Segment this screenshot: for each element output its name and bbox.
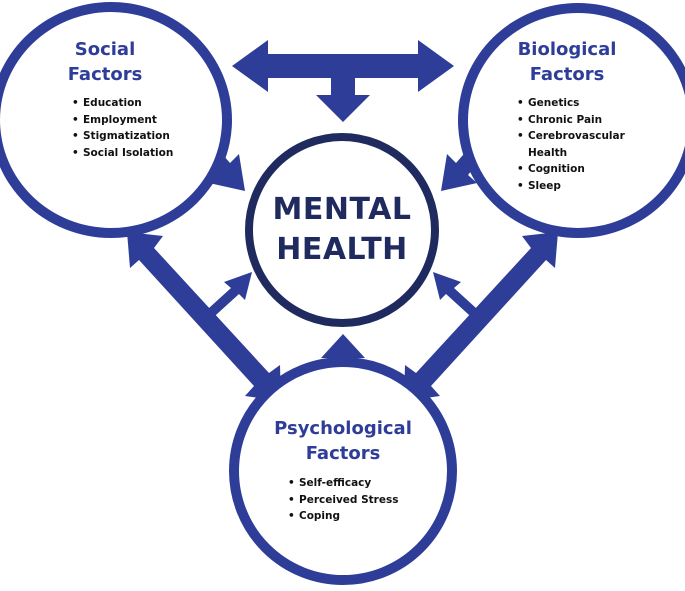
list-item: Sleep xyxy=(515,178,625,195)
list-item: Genetics xyxy=(515,95,625,112)
list-item: Chronic Pain xyxy=(515,112,625,129)
psychological-factors-list: Self-efficacy Perceived Stress Coping xyxy=(286,475,398,525)
mental-health-line1: MENTAL xyxy=(272,192,412,227)
psychological-title-line2: Factors xyxy=(305,443,381,464)
list-item: Employment xyxy=(70,112,173,129)
list-item: Education xyxy=(70,95,173,112)
biological-factors-title: Biological Factors xyxy=(492,37,642,87)
psychological-factors-circle xyxy=(229,357,457,585)
social-title-line2: Factors xyxy=(67,64,143,85)
list-item: Social Isolation xyxy=(70,145,173,162)
list-item: Perceived Stress xyxy=(286,492,398,509)
mental-health-circle xyxy=(245,133,439,327)
psychological-factors-title: Psychological Factors xyxy=(243,416,443,466)
biological-title-line1: Biological xyxy=(517,39,617,60)
double-arrow-social-biological xyxy=(232,40,454,92)
arrow-right-to-mental-health xyxy=(433,272,487,324)
list-item: Cognition xyxy=(515,161,625,178)
list-item: Coping xyxy=(286,508,398,525)
biological-title-line2: Factors xyxy=(529,64,605,85)
mental-health-label: MENTAL HEALTH xyxy=(252,190,432,270)
arrow-top-to-mental-health xyxy=(316,74,370,122)
list-item: Self-efficacy xyxy=(286,475,398,492)
psychological-title-line1: Psychological xyxy=(274,418,412,439)
social-factors-list: Education Employment Stigmatization Soci… xyxy=(70,95,173,161)
list-item-continued: Health xyxy=(528,146,568,159)
arrow-psychological-to-mental-health xyxy=(321,334,365,372)
biological-factors-list: Genetics Chronic Pain Cerebrovascular He… xyxy=(515,95,625,194)
mental-health-line2: HEALTH xyxy=(276,232,408,267)
social-factors-title: Social Factors xyxy=(30,37,180,87)
list-item: Cerebrovascular xyxy=(515,128,625,145)
social-title-line1: Social xyxy=(74,39,136,60)
list-item: Stigmatization xyxy=(70,128,173,145)
arrow-left-to-mental-health xyxy=(198,272,252,324)
